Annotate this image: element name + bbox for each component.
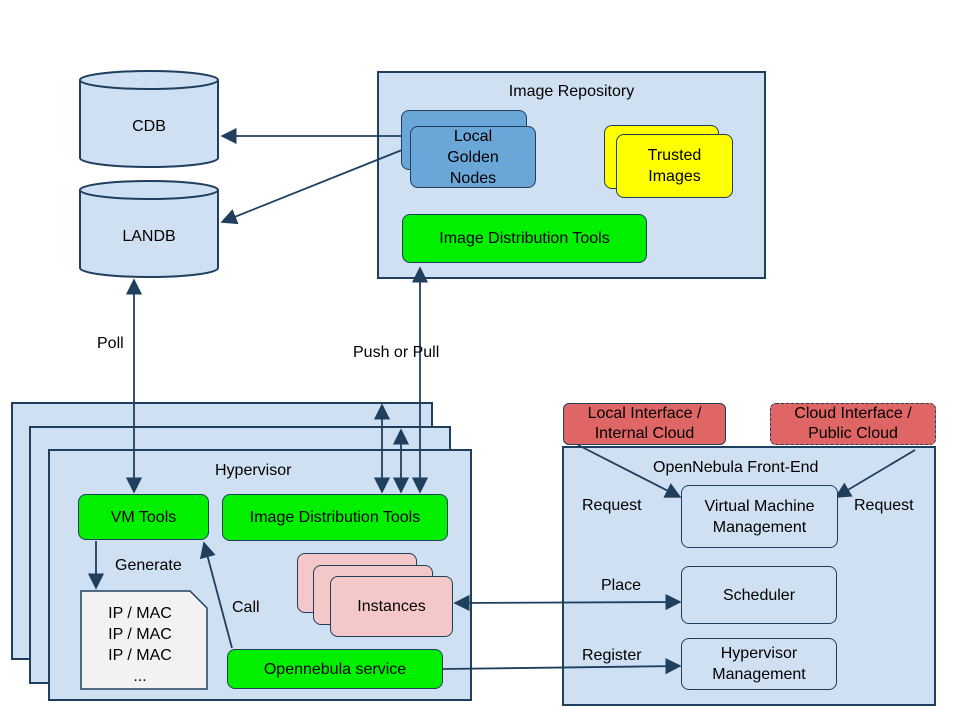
generate-label: Generate <box>115 557 182 574</box>
landb-database-icon <box>79 180 219 278</box>
call-label: Call <box>232 599 260 616</box>
opennebula-service: Opennebula service <box>227 649 443 689</box>
place-label: Place <box>601 577 642 594</box>
vm-tools: VM Tools <box>78 494 209 540</box>
cdb-label: CDB <box>132 118 166 135</box>
arrow-register <box>442 658 682 675</box>
arrow-place <box>453 593 682 612</box>
trusted-images: Trusted Images <box>616 134 733 198</box>
arrow-repo-to-landb <box>220 149 403 225</box>
arrow-request-right <box>834 449 916 498</box>
arrow-request-left <box>577 444 682 498</box>
hypervisor-image-distribution-tools: Image Distribution Tools <box>222 494 448 541</box>
image-repository-title: Image Repository <box>508 83 635 100</box>
push-or-pull-label: Push or Pull <box>353 344 440 361</box>
poll-label: Poll <box>97 335 124 352</box>
local-golden-nodes: Local Golden Nodes <box>410 126 536 188</box>
local-interface: Local Interface / Internal Cloud <box>563 403 726 445</box>
landb-label: LANDB <box>122 228 176 245</box>
hypervisor-title: Hypervisor <box>215 462 292 479</box>
scheduler: Scheduler <box>681 566 837 624</box>
cdb-database-icon <box>79 70 219 168</box>
request-right-label: Request <box>854 497 914 514</box>
ip-mac-document-text: IP / MAC IP / MAC IP / MAC ... <box>108 605 172 685</box>
ip-mac-document-icon <box>80 590 208 690</box>
hypervisor-management: Hypervisor Management <box>681 638 837 690</box>
opennebula-frontend-title: OpenNebula Front-End <box>653 459 819 476</box>
repo-image-distribution-tools: Image Distribution Tools <box>402 214 647 263</box>
arrow-call <box>199 541 233 649</box>
cloud-interface: Cloud Interface / Public Cloud <box>770 403 936 445</box>
instances: Instances <box>330 576 453 637</box>
request-left-label: Request <box>582 497 642 514</box>
virtual-machine-management: Virtual Machine Management <box>681 485 838 548</box>
register-label: Register <box>582 647 642 664</box>
